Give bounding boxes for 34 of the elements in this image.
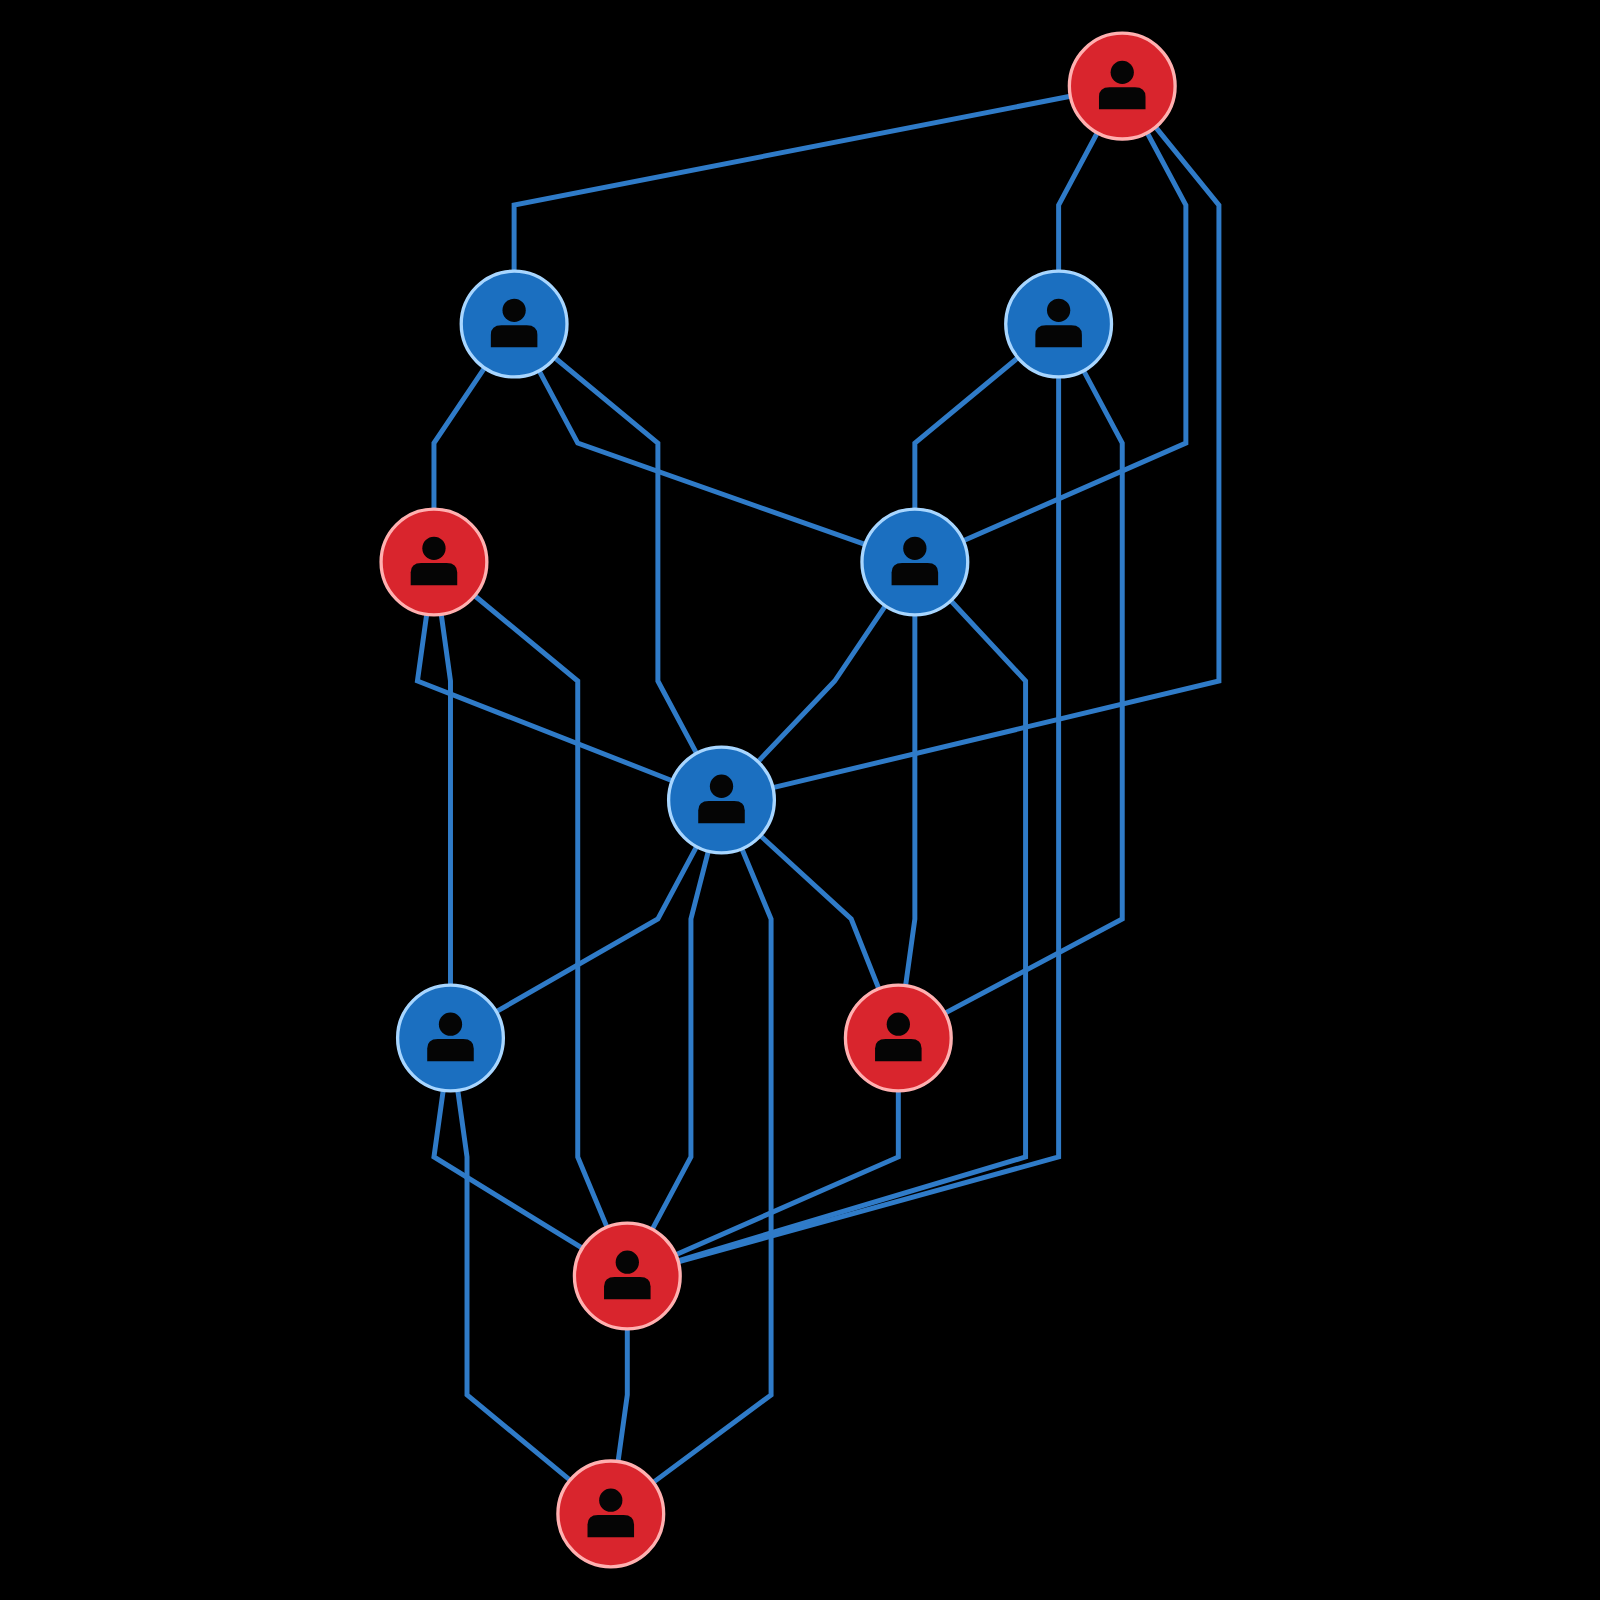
node-person (843, 983, 953, 1093)
connector (677, 599, 1029, 1264)
connector (758, 833, 882, 990)
node-person (379, 507, 489, 617)
connector (650, 850, 711, 1231)
connector (772, 125, 1222, 791)
connector (903, 614, 918, 986)
connector (912, 355, 1020, 510)
connector (414, 614, 674, 784)
connector (962, 131, 1189, 544)
connector (536, 369, 866, 547)
node-person (860, 507, 970, 617)
node-person (1067, 31, 1177, 141)
connector (943, 369, 1125, 1016)
connector (677, 376, 1062, 1265)
connector (615, 1328, 630, 1462)
node-person (459, 269, 569, 379)
connector (495, 845, 699, 1014)
node-person (556, 1459, 666, 1569)
connector (651, 847, 774, 1485)
connector (438, 614, 453, 986)
connector (553, 355, 699, 755)
connector (431, 1090, 584, 1251)
node-person (666, 745, 777, 855)
connector (431, 366, 487, 510)
connector (674, 1090, 901, 1257)
node-person (572, 1221, 682, 1331)
connector (455, 1090, 572, 1483)
node-person (1004, 269, 1114, 379)
connector (511, 93, 1071, 272)
connector (1056, 131, 1100, 272)
connector (473, 593, 610, 1229)
node-person (395, 983, 506, 1093)
connector (756, 604, 888, 764)
